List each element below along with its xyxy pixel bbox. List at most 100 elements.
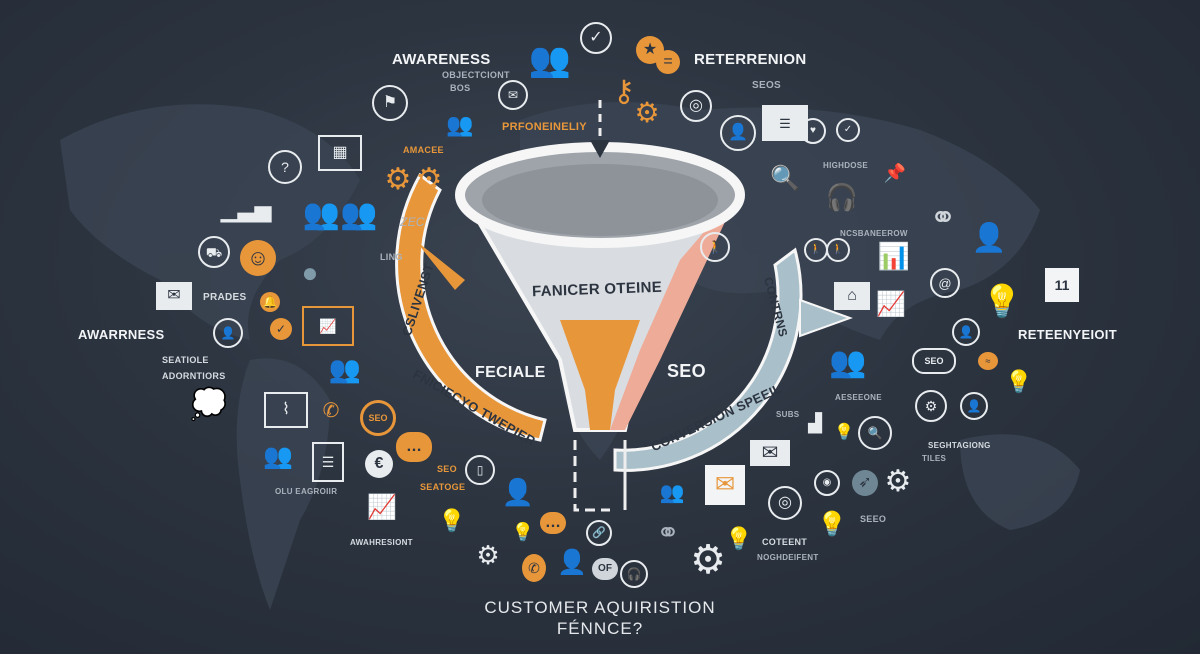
title-line-1: CUSTOMER AQUIRISTION xyxy=(484,598,716,617)
question-chat-icon: ? xyxy=(268,150,302,184)
at-sign-icon: @ xyxy=(930,268,960,298)
subs-label: SUBS xyxy=(776,410,800,419)
equals-icon: = xyxy=(656,50,680,74)
amacee-label: AMACEE xyxy=(403,145,444,155)
factory-chart-icon: ▟ xyxy=(808,413,822,433)
phone-icon: ✆ xyxy=(322,400,340,422)
gear-icon: ⚙ xyxy=(884,465,912,498)
lock-gear-icon: ⚙ xyxy=(415,163,443,196)
bar-growth-icon: 📊 xyxy=(877,241,911,271)
awareness-top-label: AWARENESS xyxy=(392,51,491,68)
car-icon: ⛟ xyxy=(198,236,230,268)
user-group-icon: ● xyxy=(301,257,319,288)
users-icon: 👥 xyxy=(263,443,293,470)
growth-chart-icon: 📈 xyxy=(367,494,397,521)
phone-call-icon: ✆ xyxy=(522,554,546,582)
seo-small-label: SEO xyxy=(437,464,457,474)
funnel-right-label: SEO xyxy=(667,361,706,381)
search-icon: 🔍 xyxy=(770,165,800,192)
thought-bubble-icon: 💭 xyxy=(190,388,228,421)
user-avatar-icon: 👤 xyxy=(720,115,756,151)
awareness-sub1: OBJECTCIONT xyxy=(442,70,510,80)
ncsbaneerow-label: NCSBANEEROW xyxy=(840,229,908,238)
zec-label: ZEC xyxy=(400,215,425,229)
seo-cycle-icon: SEO xyxy=(360,400,396,436)
envelope-icon: ✉ xyxy=(750,440,790,466)
network-nodes-icon: ⚭ xyxy=(929,199,957,235)
olu-eagroiir-label: OLU EAGROIIR xyxy=(275,487,338,496)
adorntiors-label: ADORNTIORS xyxy=(162,371,226,381)
headphones-icon: 🎧 xyxy=(825,182,859,212)
bell-icon: 🔔 xyxy=(260,292,280,312)
rocket-icon: ➶ xyxy=(852,470,878,496)
lightbulb-icon: 💡 xyxy=(834,424,854,441)
growth-report-icon: 📈 xyxy=(876,291,906,318)
euro-icon: € xyxy=(365,450,393,478)
smiley-chat-icon: ☺ xyxy=(240,240,276,276)
title-line-2: FÉNNCE? xyxy=(556,619,644,638)
users-icon: 👥 xyxy=(328,354,362,384)
ling-label: LING xyxy=(380,252,403,262)
person-icon: 🚶 xyxy=(804,238,828,262)
bar-chart-icon: ▁▃▅ xyxy=(220,197,272,222)
camera-icon: ◉ xyxy=(814,470,840,496)
gear-chat-icon: ⚙ xyxy=(915,390,947,422)
meeting-icon: 👥 xyxy=(659,482,685,504)
line-chart-monitor-icon: ⌇ xyxy=(264,392,308,428)
gear-icon: ⚙ xyxy=(384,163,412,196)
email-icon: ✉ xyxy=(156,282,192,310)
calendar-icon: 11 xyxy=(1045,268,1079,302)
magnifier-icon: 🔍 xyxy=(858,416,892,450)
award-icon: ★ xyxy=(636,36,664,64)
chat-heart-icon: ♥ xyxy=(800,118,826,144)
left-orange-arc xyxy=(395,172,547,442)
person-badge-icon: 👤 xyxy=(971,222,1007,253)
audience-icon: 👥 xyxy=(829,346,867,379)
lightbulb-icon: 💡 xyxy=(511,522,535,542)
key-icon: ⚷ xyxy=(613,75,635,108)
check-icon: ✓ xyxy=(270,318,292,340)
seghtagiong-label: SEGHTAGIONG xyxy=(928,441,991,450)
team-meeting-icon: 👥👥 xyxy=(302,198,378,231)
user-icon: 👤 xyxy=(213,318,243,348)
lightbulb-icon: 💡 xyxy=(438,508,466,533)
seeo-label: SEEO xyxy=(860,514,887,524)
user-avatar-icon: 👤 xyxy=(952,318,980,346)
left-arc-arrow xyxy=(415,240,465,290)
awareness-sub2: BOS xyxy=(450,83,471,93)
prfoneinely-label: PRFONEINELIY xyxy=(502,121,587,133)
gear-icon: ⚙ xyxy=(690,538,726,582)
highdose-label: HIGHDOSE xyxy=(823,161,869,170)
document-icon: ☰ xyxy=(312,442,344,482)
seo-badge-icon: SEO xyxy=(912,348,956,374)
network-icon: ⚭ xyxy=(656,517,680,548)
team-icon: 👥 xyxy=(528,41,572,79)
calendar-day: 11 xyxy=(1054,277,1070,293)
gears-icon: ⚙ xyxy=(476,540,500,570)
coteent-label: COTEENT xyxy=(762,537,808,547)
chat-dots-icon: … xyxy=(540,512,566,534)
lightbulb-gear-icon: 💡 xyxy=(725,526,753,551)
support-agent-icon: 👤 xyxy=(557,549,587,576)
link-chat-icon: 🔗 xyxy=(586,520,612,546)
target-check-icon: ✓ xyxy=(580,22,612,54)
target-arrow-icon: ◎ xyxy=(680,90,712,122)
awahresiont-label: AWAHRESIONT xyxy=(350,538,413,547)
aeseeone-label: AESEEONE xyxy=(835,393,882,402)
check-circle-icon: ✓ xyxy=(836,118,860,142)
lightbulb-icon: 💡 xyxy=(817,511,847,538)
laptop-icon: ▦ xyxy=(318,135,362,171)
seos-label: SEOS xyxy=(752,80,781,91)
prades-label: PRADES xyxy=(203,292,247,303)
person-icon: 👤 xyxy=(960,392,988,420)
retention-top-label: RETERRENION xyxy=(694,51,807,68)
lightbulb-icon: 💡 xyxy=(1005,369,1033,394)
noghdent-label: NOGHDEIFENT xyxy=(757,553,819,562)
tag-icon: ≈ xyxy=(978,352,998,370)
gear-icon: ⚙ xyxy=(634,97,660,128)
person-icon: 🚶 xyxy=(826,238,850,262)
retention-right-label: RETEENYEIOIT xyxy=(1018,327,1117,342)
mail-home-icon: ⌂ xyxy=(834,282,870,310)
seatiole-label: SEATIOLE xyxy=(162,355,209,365)
headset-icon: 🎧 xyxy=(620,560,648,588)
